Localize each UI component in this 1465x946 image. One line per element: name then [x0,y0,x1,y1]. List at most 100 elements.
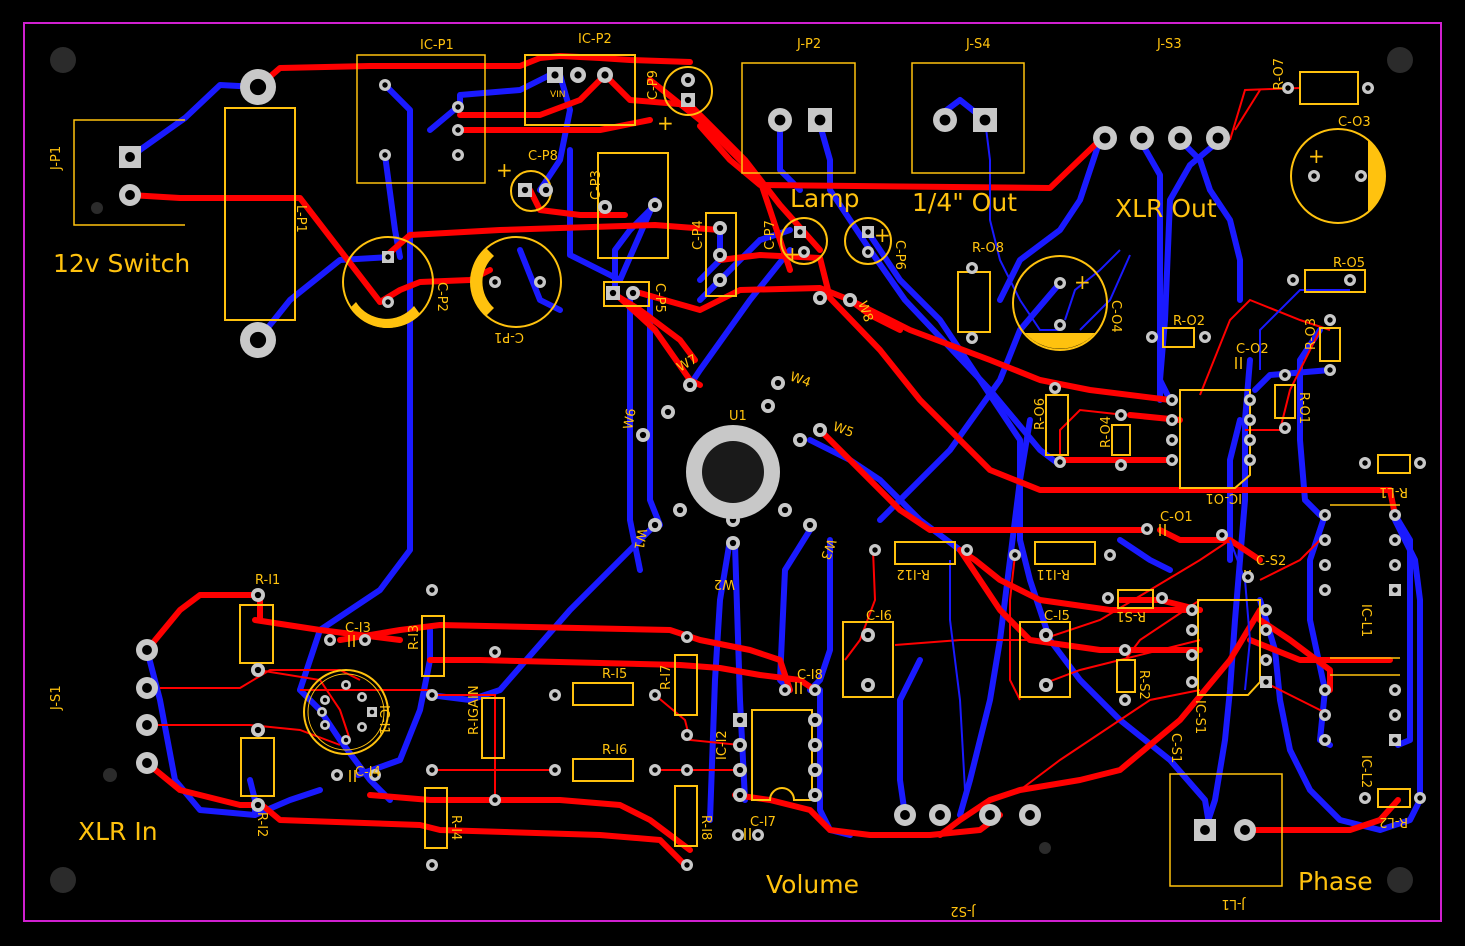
pad-hole [1362,460,1368,466]
label-r-o4: R-O4 [1099,416,1114,448]
pad-hole [801,249,807,255]
label-j-l1: J-L1 [1221,896,1246,911]
pad-hole [1392,712,1398,718]
pad-hole [806,521,814,529]
trace [817,427,1148,533]
trace [697,123,1103,191]
ceramic-capacitor-outline [1159,524,1166,536]
pad-hole [781,506,789,514]
pad-hole [1212,132,1224,144]
pad-hole [736,741,744,749]
connector-outline [1169,773,1283,887]
pad-hole [935,810,945,820]
pad-hole [1025,810,1035,820]
label-ic-i2: IC-I2 [715,730,730,760]
pad-hole [735,832,741,838]
trace [957,547,1203,653]
trace [1237,797,1401,833]
pad-hole [1122,697,1128,703]
pad-hole [1358,173,1364,179]
pad-hole [369,709,375,715]
pad-hole [142,720,152,730]
label-u1: U1 [729,409,747,424]
pad-hole [1322,687,1328,693]
pad-hole [1245,574,1251,580]
resistor-outline [424,787,448,849]
pad-hole [651,521,659,529]
label-r-i11: R-I11 [1036,566,1070,581]
trace [355,627,433,778]
pad-hole [1285,85,1291,91]
trace [865,229,1213,833]
trace [957,547,1203,613]
pad-hole [774,114,786,126]
pad-hole [900,810,910,820]
trace [144,592,263,653]
label-c-s2: C-S2 [1256,554,1286,569]
label-l-p1: L-P1 [293,205,308,233]
trace [567,147,658,283]
resistor-outline [572,682,634,706]
pad-hole [601,71,609,79]
pad-hole [796,436,804,444]
rotary-switch-shaft[interactable] [702,441,764,503]
pad-hole [1263,627,1269,633]
pad-hole [125,152,135,162]
pad-hole [684,862,690,868]
pad-hole [985,810,995,820]
pad-hole [1322,737,1328,743]
resistor-outline [1116,659,1136,693]
trace [160,669,361,689]
label-c-s1: C-S1 [1168,733,1183,763]
label-c-o4: C-O4 [1108,300,1123,333]
label-c-p4: C-P4 [691,220,706,250]
label-c-i8: C-I8 [797,668,823,683]
pad-hole [429,767,435,773]
label-c-p3: C-P3 [589,170,604,200]
mounting-hole [1387,867,1413,893]
label-xlr-out: XLR Out [1115,194,1217,223]
resistor-outline [1162,327,1195,348]
pad-hole [969,335,975,341]
pad-hole [1417,460,1423,466]
trace [997,137,1103,303]
trace [1259,289,1350,370]
label-r-s2: R-S2 [1136,670,1151,700]
pad-hole [964,547,970,553]
pad-hole [629,289,637,297]
label-r-i5: R-I5 [602,667,627,682]
label-w5: W5 [831,420,856,441]
label-r-l1: R-L1 [1379,484,1408,499]
label-lamp: Lamp [790,184,859,213]
resistor-outline [894,541,956,565]
capacitor-outline [597,152,669,259]
capacitor-outline [603,281,650,307]
trace [1137,137,1163,403]
pad-hole [716,224,724,232]
pad-hole [729,539,737,547]
trace [1019,689,1201,791]
mounting-hole [1039,842,1051,854]
connector-outline [73,119,185,226]
trace [297,82,413,693]
rotary-switch-u1[interactable] [686,425,780,519]
pad-hole [939,114,951,126]
pad-hole [865,249,871,255]
capacitor-outline [1290,128,1386,224]
label-r-i8: R-I8 [698,815,713,840]
pad-hole [1311,173,1317,179]
pad-hole [1392,687,1398,693]
label-12v-switch: 12v Switch [53,249,190,278]
resistor-outline [1377,788,1411,808]
label-r-i12: R-I12 [896,566,930,581]
label-r-i1: R-I1 [255,573,280,588]
pad-hole [1392,562,1398,568]
capacitor-outline [663,66,713,116]
pad-hole [521,186,529,194]
pad-hole [1122,647,1128,653]
inductor-outline [224,107,296,321]
capacitor-outline [705,212,737,297]
ic-outline [751,709,813,801]
pad-hole [1247,417,1253,423]
pad-hole [327,637,333,643]
